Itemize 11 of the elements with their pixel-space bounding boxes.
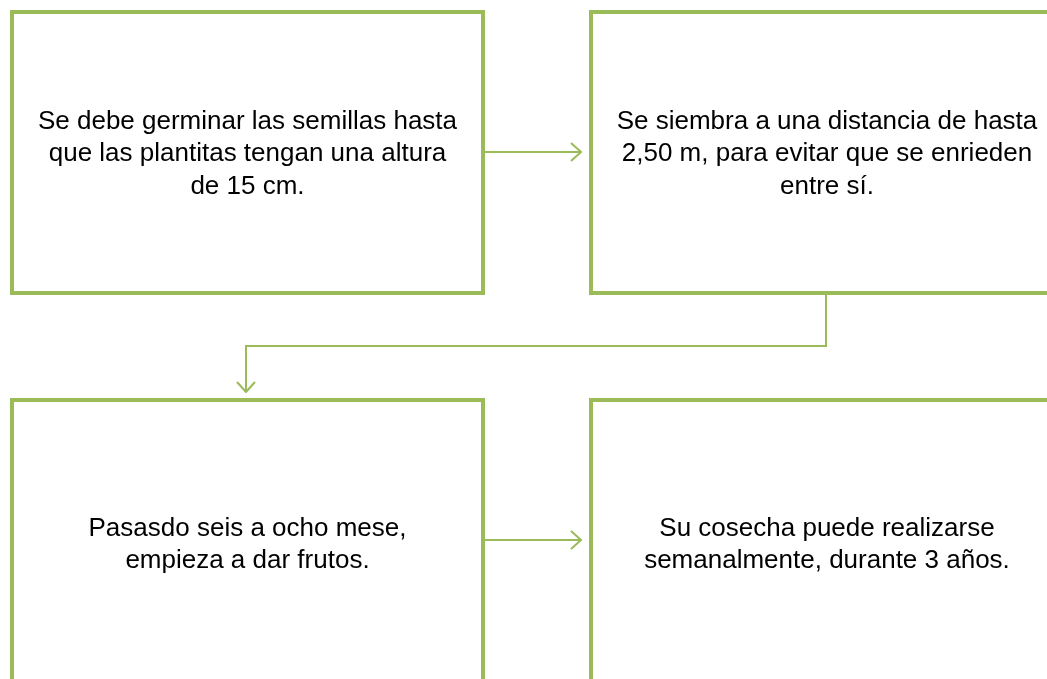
arrow bbox=[484, 142, 582, 162]
arrow bbox=[484, 530, 582, 550]
process-box bbox=[10, 398, 485, 679]
process-box bbox=[10, 10, 485, 295]
step-text: Pasasdo seis a ocho mese, empieza a dar frutos. bbox=[87, 510, 408, 576]
step-text: Se siembra a una distancia de hasta 2,50 m, para evitar que se enrieden entre sí. bbox=[615, 103, 1039, 202]
step-text: Se debe germinar las semillas hasta que las plantitas tengan una altura de 15 cm. bbox=[36, 103, 459, 202]
process-box bbox=[589, 10, 1047, 295]
process-box bbox=[589, 398, 1047, 679]
step-text: Su cosecha puede realizarse semanalmente, durante 3 años. bbox=[643, 510, 1011, 576]
arrow bbox=[236, 294, 827, 393]
